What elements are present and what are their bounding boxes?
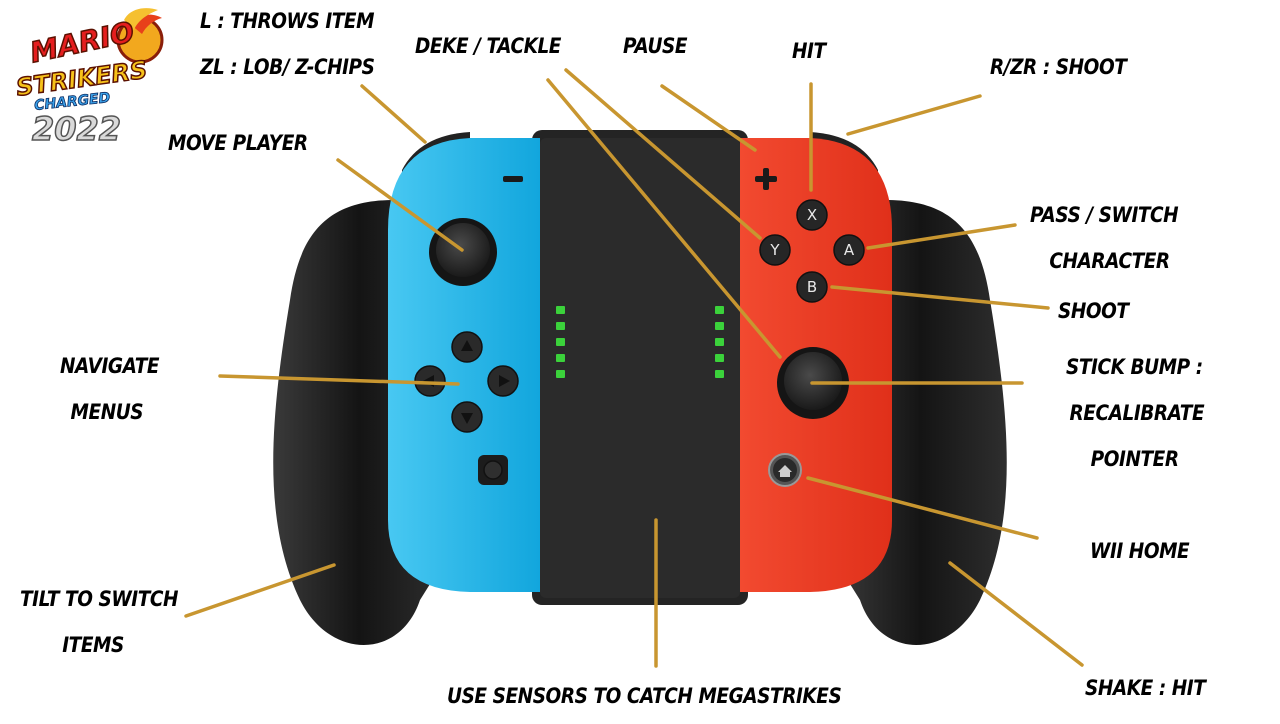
leader-deke-stick — [546, 78, 782, 359]
label-wii-home: WII HOME — [1090, 539, 1190, 563]
leader-l-zl — [360, 84, 427, 144]
label-r-zr-shoot: R/ZR : SHOOT — [990, 55, 1127, 79]
label-move-player: MOVE PLAYER — [168, 131, 308, 155]
minus-button[interactable] — [503, 176, 523, 182]
leader-wii-home — [806, 476, 1039, 540]
arrow-right-icon — [499, 375, 510, 387]
x-button[interactable]: X — [796, 199, 828, 231]
left-stick[interactable] — [429, 218, 497, 286]
b-button-label: B — [807, 278, 817, 296]
b-button[interactable]: B — [796, 271, 828, 303]
y-button-label: Y — [769, 241, 780, 259]
leader-move-player — [336, 158, 464, 252]
label-use-sensors: USE SENSORS TO CATCH MEGASTRIKES — [447, 684, 842, 708]
mario-strikers-logo: MARIO STRIKERS CHARGED 2022 — [14, 8, 164, 146]
leader-shoot — [830, 285, 1050, 310]
label-stick-bump: STICK BUMP : RECALIBRATE POINTER — [1066, 355, 1205, 471]
leader-pass — [866, 223, 1017, 250]
x-button-label: X — [807, 206, 817, 224]
label-navigate-menus: NAVIGATE MENUS — [60, 354, 160, 424]
label-pass-switch: PASS / SWITCH CHARACTER — [1030, 203, 1179, 273]
label-l-zl: L : THROWS ITEM ZL : LOB/ Z-CHIPS — [200, 9, 375, 79]
leader-shake — [948, 561, 1084, 667]
home-button[interactable] — [768, 453, 802, 487]
label-hit: HIT — [792, 39, 826, 63]
leader-pause — [660, 84, 757, 152]
left-joycon — [388, 138, 540, 592]
label-tilt-switch: TILT TO SWITCH ITEMS — [20, 587, 179, 657]
leader-navigate — [218, 374, 460, 386]
a-button[interactable]: A — [833, 234, 865, 266]
player-leds-right — [715, 306, 724, 378]
capture-button[interactable] — [478, 455, 508, 485]
leader-rzr — [846, 94, 982, 136]
label-pause: PAUSE — [623, 34, 688, 58]
label-deke-tackle: DEKE / TACKLE — [415, 34, 561, 58]
plus-button[interactable] — [755, 168, 777, 190]
label-shake-hit: SHAKE : HIT — [1085, 676, 1206, 700]
arrow-down-icon — [461, 413, 473, 424]
label-shoot: SHOOT — [1058, 299, 1129, 323]
leader-tilt — [184, 563, 336, 618]
home-icon — [778, 465, 792, 477]
player-leds-left — [556, 306, 565, 378]
leader-deke-y — [564, 68, 762, 240]
a-button-label: A — [844, 241, 855, 259]
y-button[interactable]: Y — [759, 234, 791, 266]
arrow-up-icon — [461, 340, 473, 351]
logo-year: 2022 — [32, 110, 121, 146]
